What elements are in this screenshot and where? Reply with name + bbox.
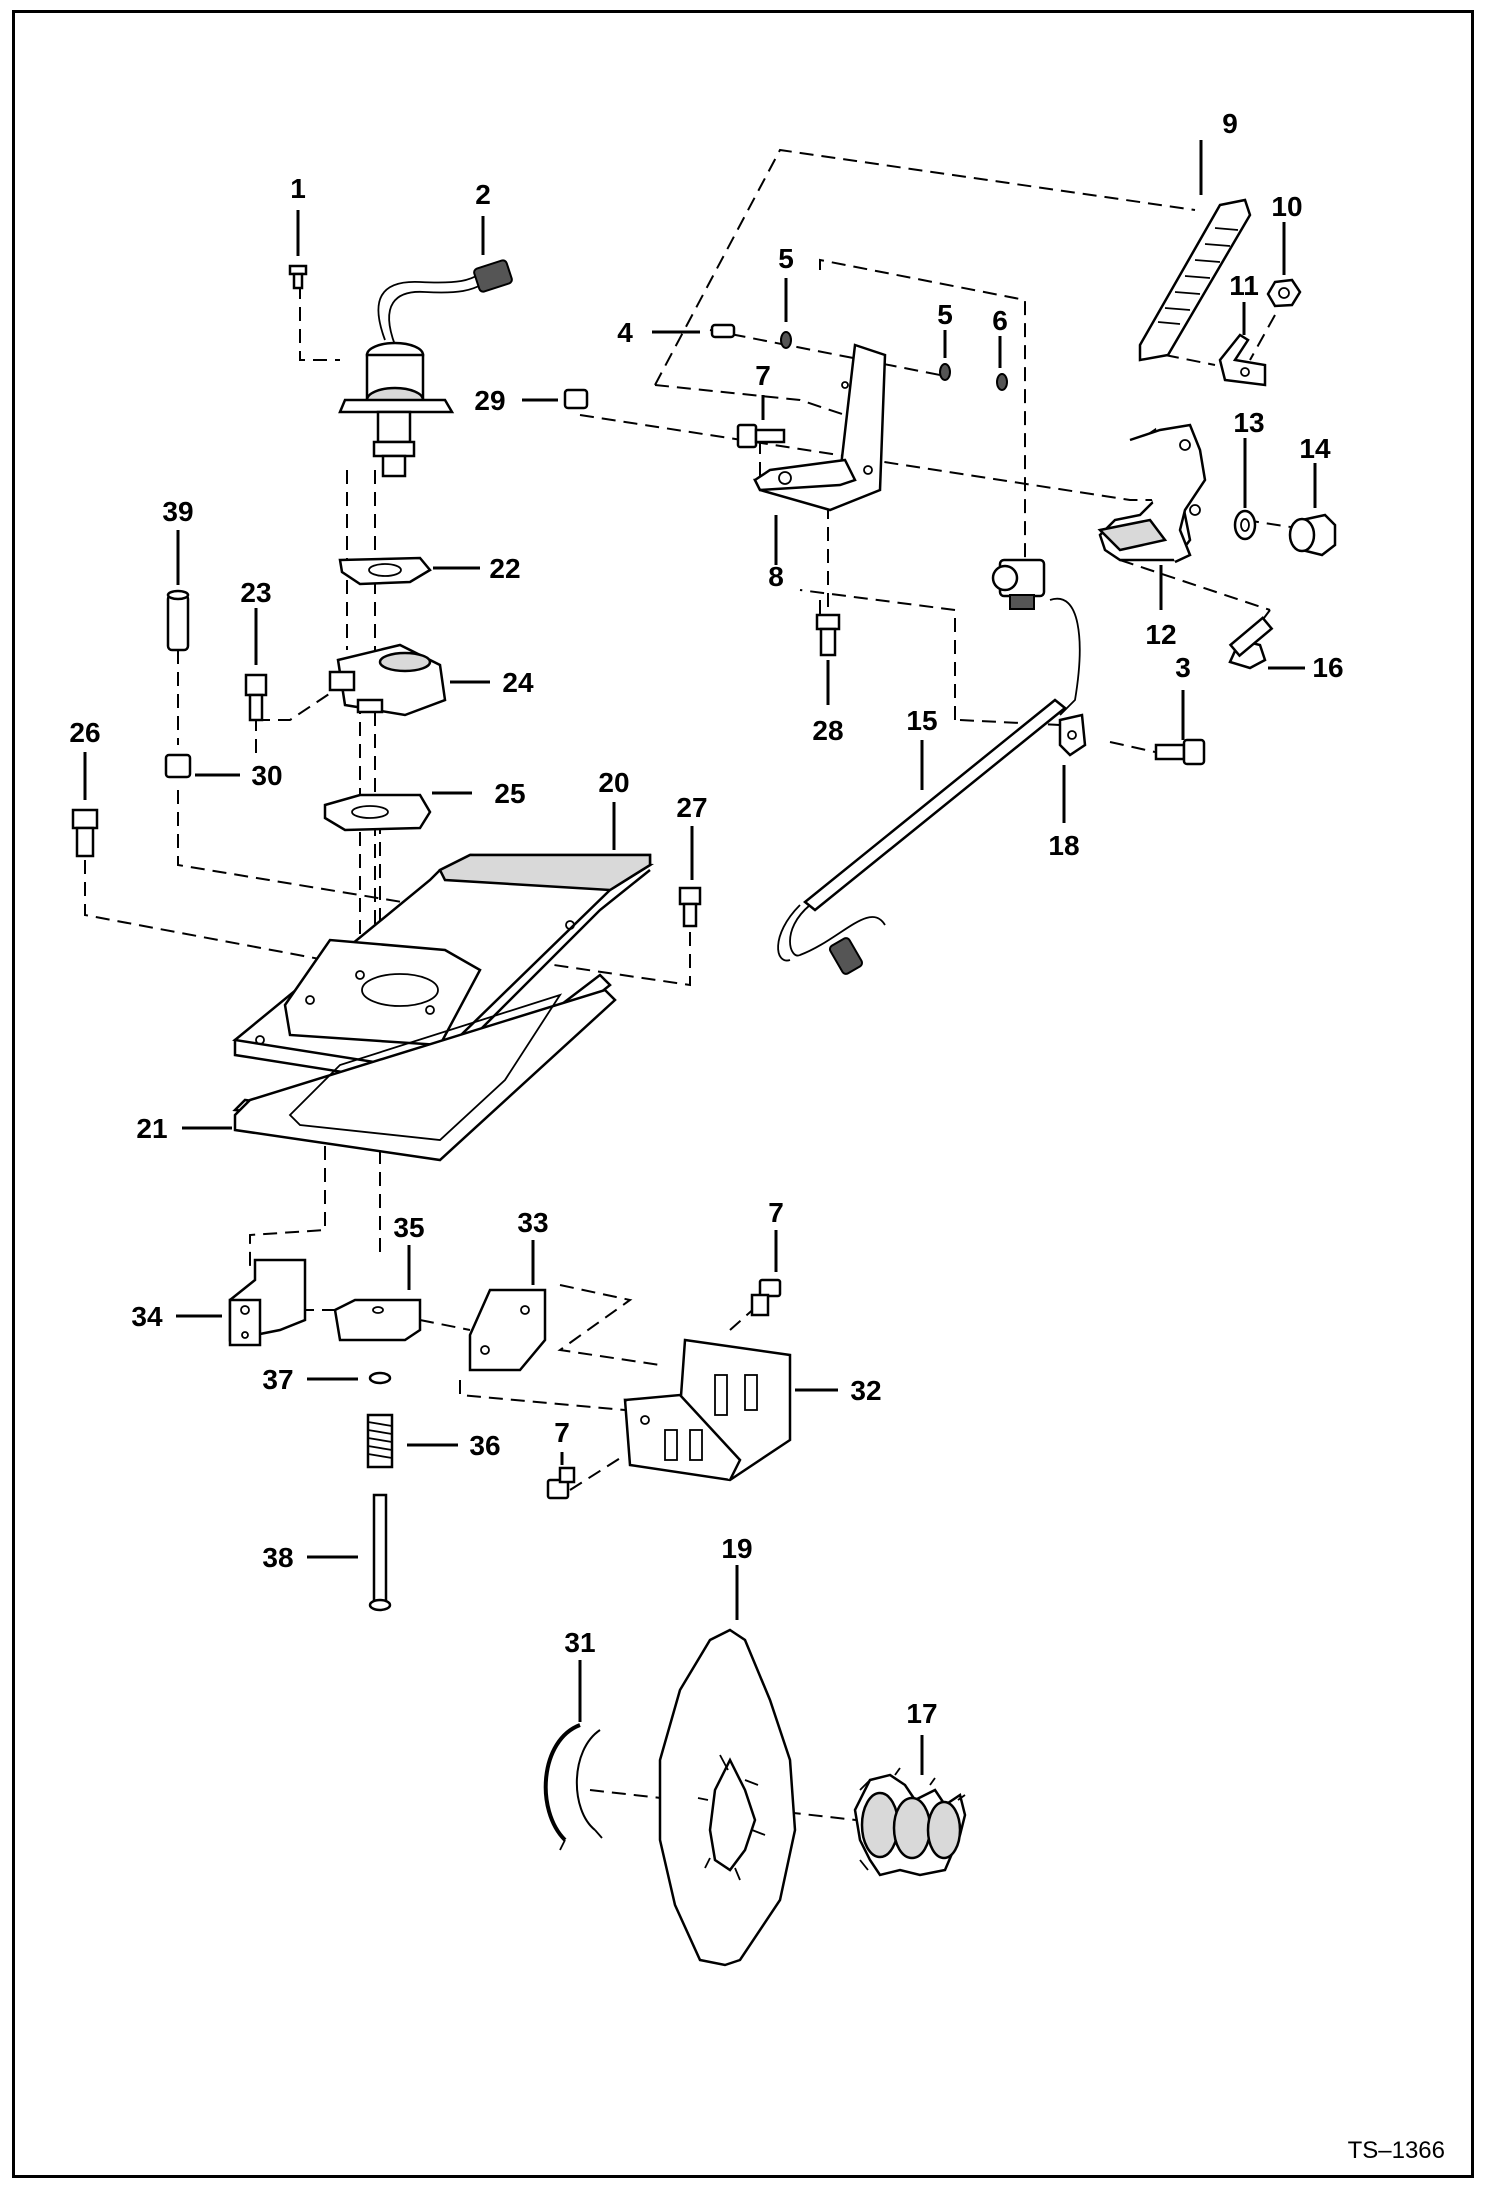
part-32-bracket xyxy=(623,1338,792,1482)
callout-15: 15 xyxy=(906,705,937,736)
callout-26: 26 xyxy=(69,717,100,748)
part-5-washer-a xyxy=(780,331,792,349)
callout-38: 38 xyxy=(262,1542,293,1573)
callout-19: 19 xyxy=(721,1533,752,1564)
callout-13: 13 xyxy=(1233,407,1264,438)
part-21-gasket xyxy=(232,973,617,1162)
callout-12: 12 xyxy=(1145,619,1176,650)
callout-20: 20 xyxy=(598,767,629,798)
callout-23: 23 xyxy=(240,577,271,608)
part-33-block xyxy=(468,1288,547,1372)
part-13-washer xyxy=(1233,509,1257,541)
callout-27: 27 xyxy=(676,792,707,823)
callout-10: 10 xyxy=(1271,191,1302,222)
part-18-clip xyxy=(1058,713,1087,757)
part-22-gasket xyxy=(338,556,432,586)
part-31-snap-ring xyxy=(543,1723,603,1851)
part-10-nut xyxy=(1266,278,1302,308)
part-3-bolt xyxy=(1154,738,1206,766)
part-9-spring xyxy=(1138,198,1252,362)
callout-5-a: 5 xyxy=(778,243,794,274)
callout-14: 14 xyxy=(1299,433,1331,464)
part-15-sensor xyxy=(777,558,1081,975)
callout-35: 35 xyxy=(393,1212,424,1243)
part-7-bolt-upper-32 xyxy=(750,1278,782,1317)
assembly-lines xyxy=(84,148,1311,1826)
callout-11: 11 xyxy=(1229,270,1259,301)
callout-2: 2 xyxy=(475,179,491,210)
part-1-screw xyxy=(288,264,308,290)
callout-3: 3 xyxy=(1175,652,1191,683)
part-12-lever xyxy=(1097,423,1207,564)
callout-39: 39 xyxy=(162,496,193,527)
callout-33: 33 xyxy=(517,1207,548,1238)
callout-25: 25 xyxy=(494,778,525,809)
callout-18: 18 xyxy=(1048,830,1079,861)
callout-1: 1 xyxy=(290,173,306,204)
callout-34: 34 xyxy=(131,1301,163,1332)
part-7-bolt-lower-32 xyxy=(546,1466,576,1500)
callouts: 1 2 3 4 5 5 6 7 7 7 8 9 10 11 12 13 14 1… xyxy=(69,108,1343,1729)
part-29-nut xyxy=(563,388,589,410)
part-38-screw xyxy=(368,1493,392,1612)
callout-31: 31 xyxy=(564,1627,595,1658)
part-11-clip xyxy=(1218,333,1267,387)
part-5-washer-b xyxy=(939,363,951,381)
callout-29: 29 xyxy=(474,385,505,416)
part-14-bushing xyxy=(1288,513,1337,557)
callout-24: 24 xyxy=(502,667,534,698)
drawing-code: TS–1366 xyxy=(1348,2137,1445,2164)
part-6-nut xyxy=(996,373,1008,391)
part-7-bolt-upper xyxy=(736,423,786,449)
callout-32: 32 xyxy=(850,1375,881,1406)
callout-8: 8 xyxy=(768,561,784,592)
part-26-bolt xyxy=(71,808,99,858)
part-24-housing xyxy=(328,643,447,717)
callout-21: 21 xyxy=(136,1113,167,1144)
part-27-bolt xyxy=(678,886,702,928)
part-19-disk xyxy=(658,1628,797,1967)
callout-7-bracket: 7 xyxy=(768,1197,784,1228)
callout-7-lower: 7 xyxy=(554,1417,570,1448)
callout-4: 4 xyxy=(617,317,633,348)
part-20-base-plate xyxy=(232,853,655,1087)
callout-7-upper: 7 xyxy=(755,360,771,391)
part-2-solenoid xyxy=(338,259,513,478)
callout-17: 17 xyxy=(906,1698,937,1729)
callout-5-b: 5 xyxy=(937,299,953,330)
part-28-bolt xyxy=(815,613,841,657)
part-23-bolt xyxy=(244,673,268,722)
part-39-pin xyxy=(166,589,190,652)
callout-6: 6 xyxy=(992,305,1008,336)
callout-37: 37 xyxy=(262,1364,293,1395)
callout-36: 36 xyxy=(469,1430,500,1461)
part-34-block xyxy=(228,1258,307,1347)
callout-22: 22 xyxy=(489,553,520,584)
callout-28: 28 xyxy=(812,715,843,746)
part-36-spring xyxy=(366,1413,394,1469)
leader-lines xyxy=(83,140,1317,1775)
callout-30: 30 xyxy=(251,760,282,791)
part-37-washer xyxy=(368,1371,392,1385)
part-17-sprocket xyxy=(853,1767,967,1877)
callout-9: 9 xyxy=(1222,108,1238,139)
part-25-gasket xyxy=(323,793,432,832)
part-30-nut xyxy=(164,753,192,779)
part-8-bracket xyxy=(753,343,887,512)
part-35-block xyxy=(333,1298,422,1342)
callout-16: 16 xyxy=(1312,652,1343,683)
part-16-bolt xyxy=(1228,616,1274,670)
part-4-screw xyxy=(710,323,736,339)
